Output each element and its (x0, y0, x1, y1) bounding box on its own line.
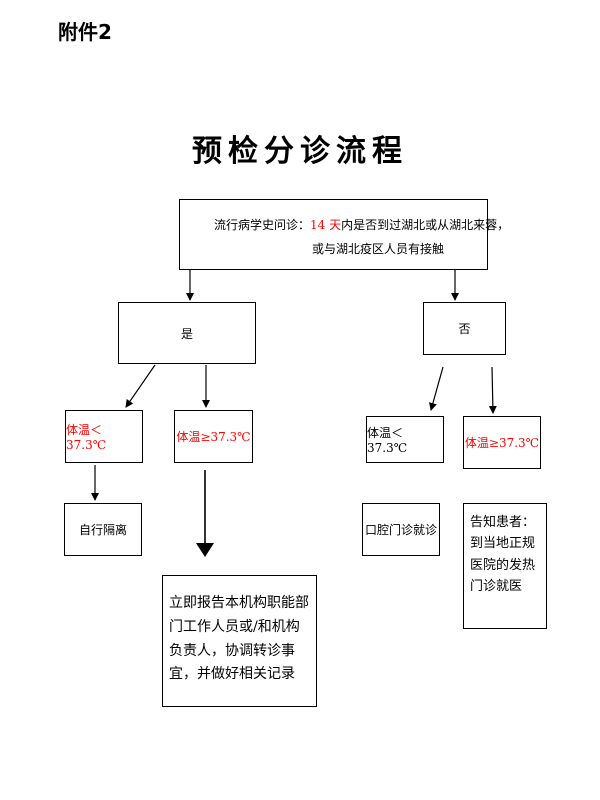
no-temp-high-box: 体温≥37.3℃ (463, 416, 541, 469)
yes-temp-high-label: 体温≥37.3℃ (176, 430, 251, 444)
yes-temp-high-box: 体温≥37.3℃ (174, 410, 253, 463)
no-temp-low-label: 体温＜37.3℃ (367, 426, 408, 455)
yes-temp-low-box: 体温＜37.3℃ (65, 410, 143, 463)
report-action-box: 立即报告本机构职能部门工作人员或/和机构负责人，协调转诊事宜，并做好相关记录 (162, 575, 317, 707)
attachment-label: 附件2 (58, 20, 112, 44)
yes-box: 是 (118, 302, 256, 364)
arrow-yes-to-low-temp (125, 364, 156, 408)
self-isolation-label: 自行隔离 (78, 523, 127, 537)
report-action-text: 立即报告本机构职能部门工作人员或/和机构负责人，协调转诊事宜，并做好相关记录 (169, 595, 309, 683)
arrow-no-to-high-temp (488, 366, 497, 414)
question-line-2: 或与湖北疫区人员有接触 (312, 242, 445, 256)
question-line-1: 流行病学史问诊：14 天内是否到过湖北或从湖北来蓉， (214, 216, 509, 233)
dental-clinic-box: 口腔门诊就诊 (362, 503, 440, 556)
yes-temp-low-label: 体温＜37.3℃ (66, 423, 107, 452)
yes-label: 是 (180, 326, 193, 341)
no-temp-high-label: 体温≥37.3℃ (464, 436, 540, 450)
no-label: 否 (458, 322, 471, 336)
question-middle: 内是否到过湖北或从湖北来蓉， (341, 218, 510, 232)
self-isolation-box: 自行隔离 (64, 503, 142, 556)
question-days: 14 天 (310, 218, 342, 232)
no-temp-low-box: 体温＜37.3℃ (366, 416, 444, 463)
fever-clinic-box: 告知患者：到当地正规医院的发热门诊就医 (463, 503, 547, 629)
fever-clinic-text: 告知患者：到当地正规医院的发热门诊就医 (470, 515, 536, 595)
epidemiology-question-box: 流行病学史问诊：14 天内是否到过湖北或从湖北来蓉， 或与湖北疫区人员有接触 (179, 199, 509, 270)
dental-clinic-label: 口腔门诊就诊 (364, 523, 437, 537)
question-prefix: 流行病学史问诊： (214, 218, 311, 232)
page-title: 预检分诊流程 (192, 134, 408, 169)
arrow-no-to-low-temp (429, 366, 444, 411)
no-box: 否 (423, 302, 506, 355)
